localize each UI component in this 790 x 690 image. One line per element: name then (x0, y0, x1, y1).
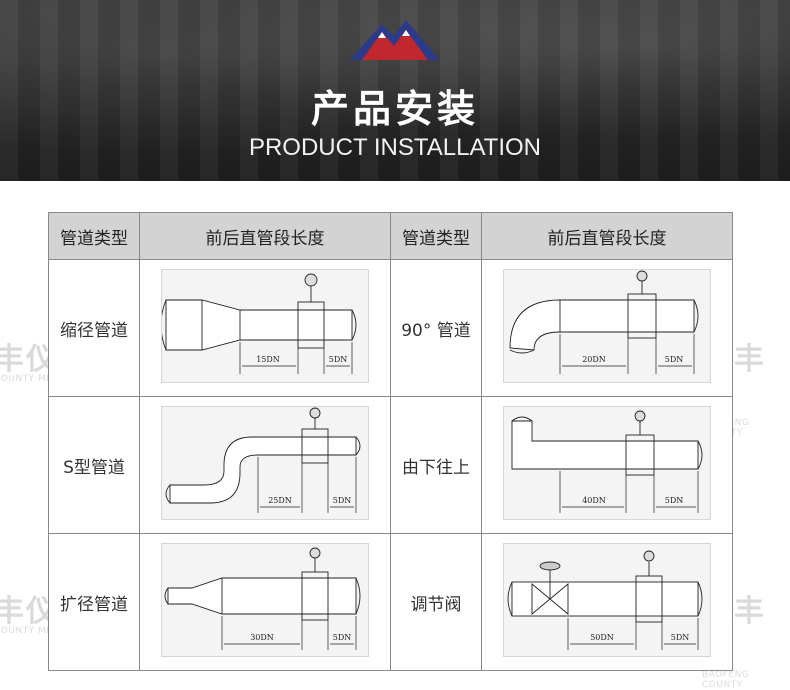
pipe-type-reducer: 缩径管道 (48, 259, 140, 397)
downstream-length: 5DN (333, 496, 352, 505)
header-pipe-type: 管道类型 (48, 212, 140, 260)
upstream-length: 15DN (256, 355, 280, 364)
downstream-length: 5DN (665, 355, 684, 364)
installation-table: 管道类型 前后直管段长度 管道类型 前后直管段长度 缩径管道 (48, 212, 733, 671)
diagram-cell: 50DN 5DN (481, 533, 733, 671)
diagram-cell: 25DN 5DN (139, 396, 391, 534)
upstream-length: 40DN (582, 496, 606, 505)
pipe-type-expander: 扩径管道 (48, 533, 140, 671)
upstream-length: 30DN (250, 633, 274, 642)
pipe-type-control-valve: 调节阀 (390, 533, 482, 671)
table-row: 缩径管道 (48, 259, 733, 397)
bottom-up-pipe-diagram: 40DN 5DN (503, 406, 711, 520)
upstream-length: 25DN (268, 496, 292, 505)
reducer-pipe-diagram: 15DN 5DN (161, 269, 369, 383)
pipe-type-bottom-up: 由下往上 (390, 396, 482, 534)
elbow-pipe-diagram: 20DN 5DN (503, 269, 711, 383)
header-banner: 产品安装 PRODUCT INSTALLATION (0, 0, 790, 181)
table-header-row: 管道类型 前后直管段长度 管道类型 前后直管段长度 (48, 212, 733, 260)
downstream-length: 5DN (329, 355, 348, 364)
header-straight-length: 前后直管段长度 (139, 212, 391, 260)
downstream-length: 5DN (665, 496, 684, 505)
table-row: 扩径管道 (48, 533, 733, 671)
downstream-length: 5DN (671, 633, 690, 642)
upstream-length: 50DN (590, 633, 614, 642)
table-row: S型管道 25D (48, 396, 733, 534)
diagram-cell: 40DN 5DN (481, 396, 733, 534)
banner-background (0, 0, 790, 181)
s-bend-pipe-diagram: 25DN 5DN (161, 406, 369, 520)
downstream-length: 5DN (333, 633, 352, 642)
diagram-cell: 20DN 5DN (481, 259, 733, 397)
page-subtitle: PRODUCT INSTALLATION (248, 134, 542, 161)
mountain-logo-icon (350, 20, 440, 60)
pipe-type-90-elbow: 90° 管道 (390, 259, 482, 397)
diagram-cell: 30DN 5DN (139, 533, 391, 671)
header-pipe-type-2: 管道类型 (390, 212, 482, 260)
header-straight-length-2: 前后直管段长度 (481, 212, 733, 260)
page-title: 产品安装 (310, 86, 479, 131)
diagram-cell: 15DN 5DN (139, 259, 391, 397)
expander-pipe-diagram: 30DN 5DN (161, 543, 369, 657)
pipe-type-s-bend: S型管道 (48, 396, 140, 534)
control-valve-pipe-diagram: 50DN 5DN (503, 543, 711, 657)
upstream-length: 20DN (582, 355, 606, 364)
